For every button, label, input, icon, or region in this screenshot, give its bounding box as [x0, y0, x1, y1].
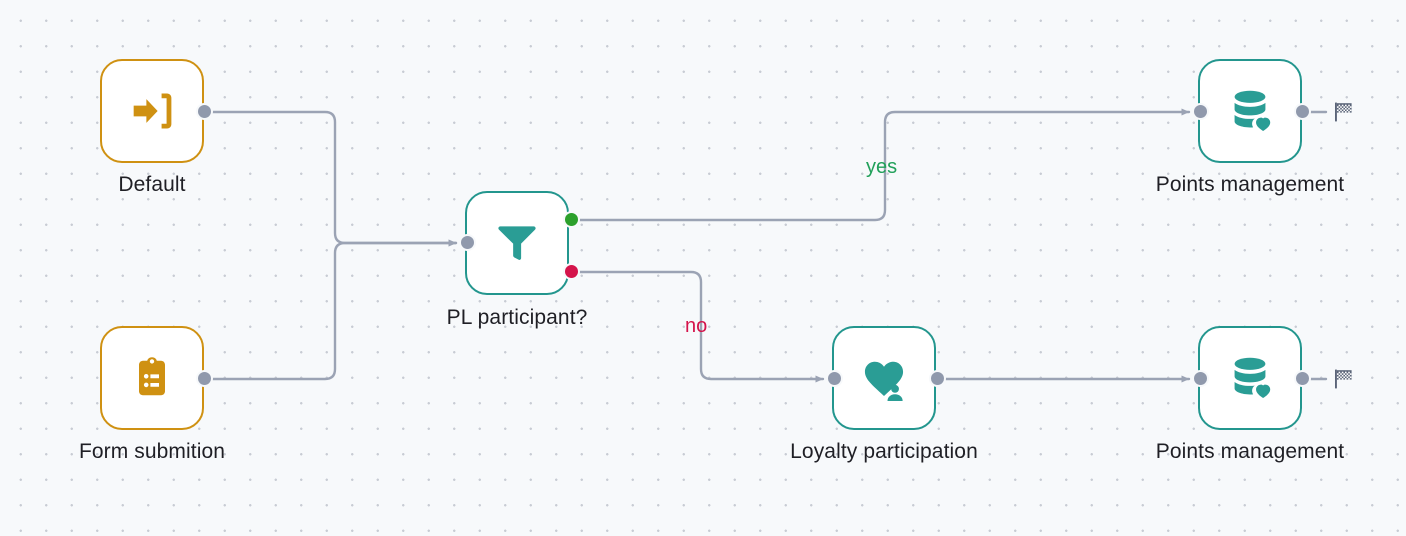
node-label-points-management-top: Points management	[1155, 173, 1345, 196]
input-port-points-management-top[interactable]	[1192, 103, 1209, 120]
output-port-points-management-top[interactable]	[1294, 103, 1311, 120]
output-port-pl-participant-no[interactable]	[563, 263, 580, 280]
edge-label-yes: yes	[866, 156, 898, 178]
node-label-loyalty-participation: Loyalty participation	[790, 440, 978, 463]
heart-person-icon	[858, 352, 910, 404]
node-label-default: Default	[118, 173, 186, 196]
node-label-pl-participant: PL participant?	[446, 306, 588, 329]
node-form-submition[interactable]	[100, 326, 204, 430]
checkered-flag-icon	[1332, 100, 1356, 124]
output-port-pl-participant-yes[interactable]	[563, 211, 580, 228]
node-points-management-bottom[interactable]	[1198, 326, 1302, 430]
checkered-flag-icon	[1332, 367, 1356, 391]
input-port-points-management-bottom[interactable]	[1192, 370, 1209, 387]
filter-funnel-icon	[491, 217, 543, 269]
node-points-management-top[interactable]	[1198, 59, 1302, 163]
node-label-form-submition: Form submition	[78, 440, 226, 463]
node-pl-participant[interactable]	[465, 191, 569, 295]
database-heart-icon	[1225, 353, 1275, 403]
edge-label-no: no	[685, 315, 708, 337]
edge-form-to-filter[interactable]	[206, 239, 458, 381]
output-port-points-management-bottom[interactable]	[1294, 370, 1311, 387]
output-port-default[interactable]	[196, 103, 213, 120]
database-heart-icon	[1225, 86, 1275, 136]
output-port-form-submition[interactable]	[196, 370, 213, 387]
node-label-points-management-bottom: Points management	[1155, 440, 1345, 463]
clipboard-list-icon	[128, 354, 176, 402]
output-port-loyalty-participation[interactable]	[929, 370, 946, 387]
edge-filter-yes-to-points-top[interactable]	[576, 108, 1191, 222]
input-port-loyalty-participation[interactable]	[826, 370, 843, 387]
edge-filter-no-to-loyalty[interactable]	[576, 270, 825, 383]
sign-in-icon	[127, 86, 177, 136]
input-port-pl-participant[interactable]	[459, 234, 476, 251]
node-loyalty-participation[interactable]	[832, 326, 936, 430]
node-default[interactable]	[100, 59, 204, 163]
